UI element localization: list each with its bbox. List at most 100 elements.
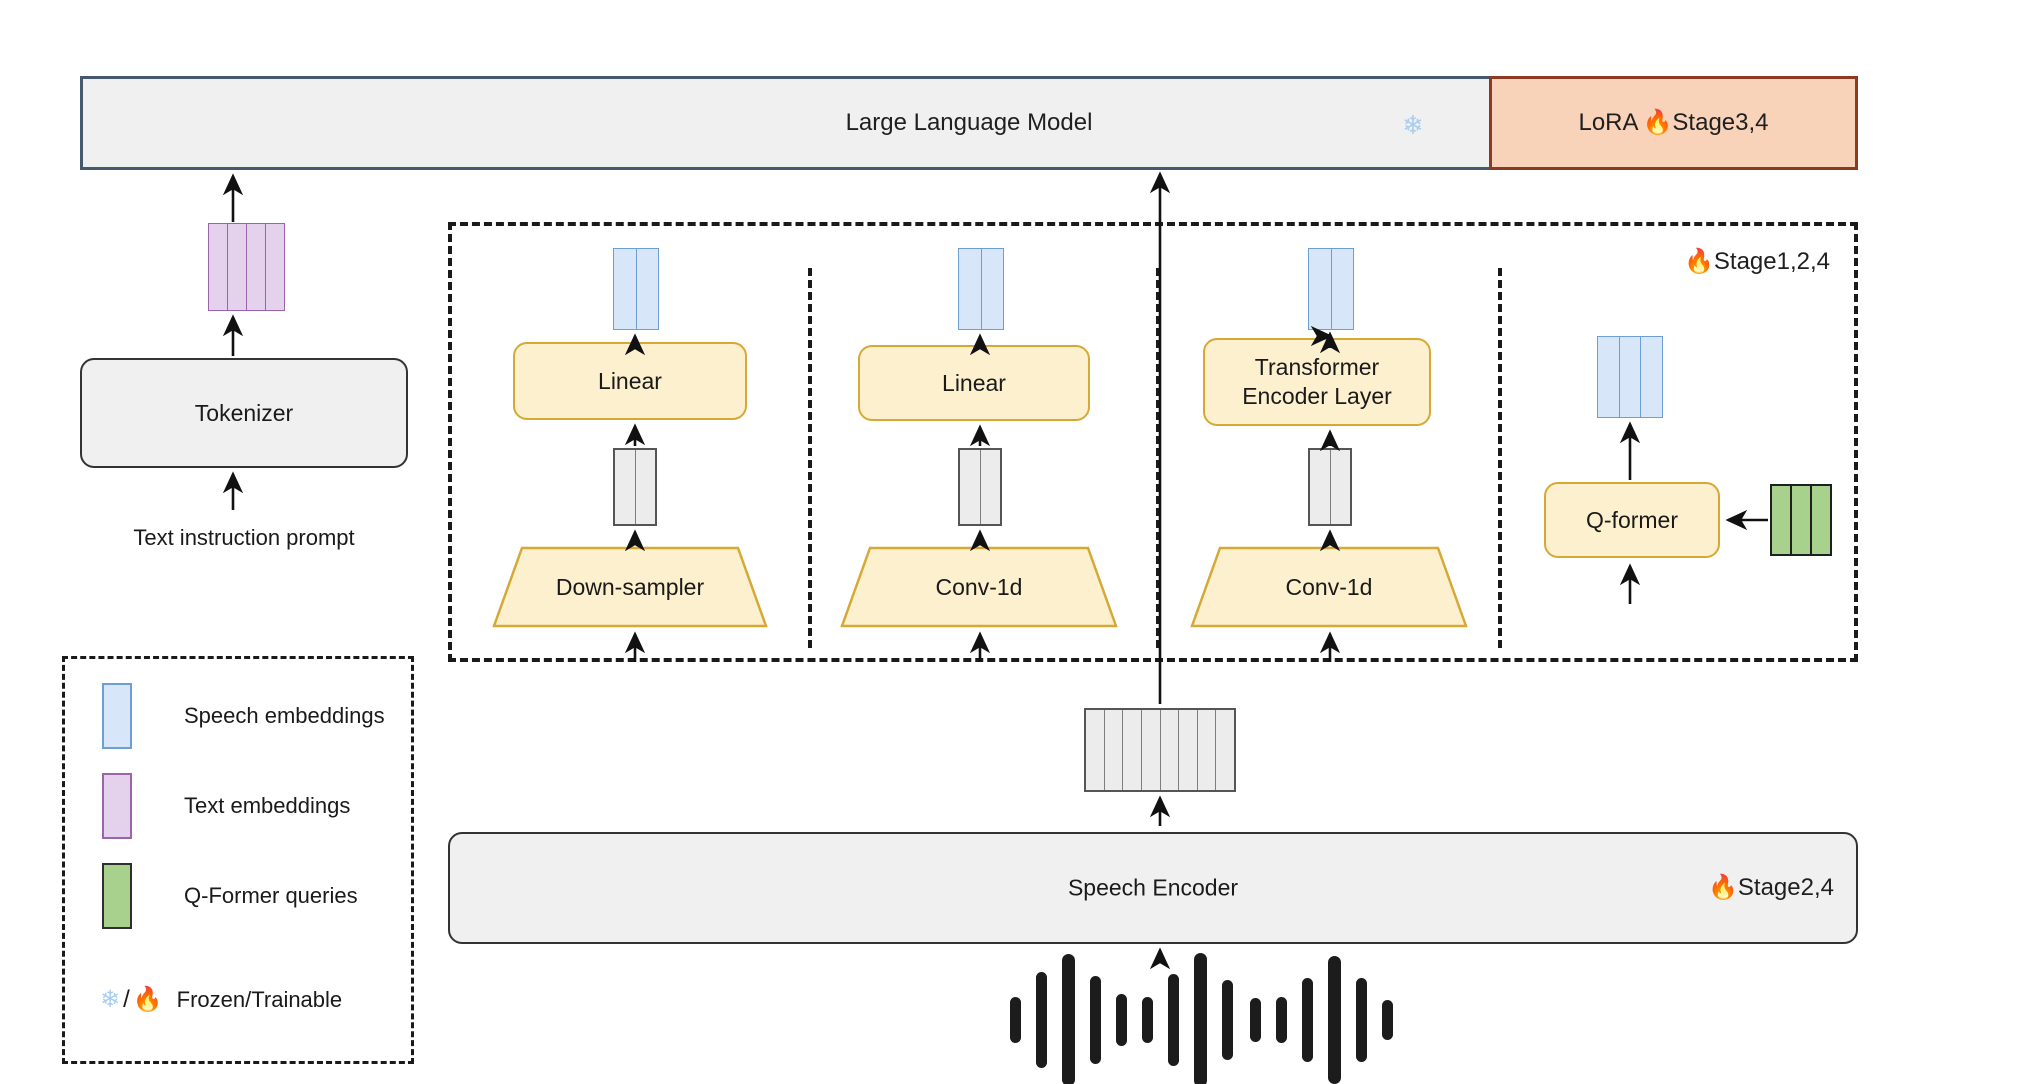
legend-item-frozen-trainable: ❄ / 🔥 Frozen/Trainable — [100, 985, 342, 1014]
llm-label: Large Language Model — [845, 109, 1093, 136]
legend-label: Text embeddings — [184, 793, 351, 818]
text-embedding-column — [209, 224, 228, 310]
feature-column — [1161, 710, 1180, 790]
wave-bar — [1168, 974, 1179, 1066]
speech-embedding-column — [959, 249, 982, 329]
feature-column — [1179, 710, 1198, 790]
adapter-separator-3 — [1498, 268, 1502, 648]
query-column — [1812, 486, 1830, 554]
transformer-label-line1: Transformer — [1254, 354, 1380, 381]
fire-icon: 🔥 — [1642, 109, 1673, 136]
text-embedding-column — [247, 224, 266, 310]
speech-encoder-box[interactable]: Speech Encoder 🔥Stage2,4 — [448, 832, 1858, 944]
speech-embedding-column — [1620, 337, 1642, 417]
speech-embeddings-block — [1308, 248, 1354, 330]
fire-icon: 🔥 — [1708, 874, 1738, 901]
feature-block-2 — [958, 448, 1002, 526]
legend-label: Speech embeddings — [184, 703, 385, 728]
feature-column — [1105, 710, 1124, 790]
legend-item-text-embeddings: Text embeddings — [102, 773, 350, 839]
feature-column — [636, 450, 656, 524]
text-embedding-column — [266, 224, 284, 310]
lora-box[interactable]: LoRA 🔥Stage3,4 — [1489, 76, 1858, 170]
encoder-feature-block — [1084, 708, 1236, 792]
legend-separator: / — [123, 985, 130, 1013]
fire-icon: 🔥 — [1684, 248, 1714, 275]
conv1d-block-2[interactable]: Conv-1d — [1190, 546, 1468, 628]
wave-bar — [1382, 1000, 1393, 1040]
feature-column — [615, 450, 636, 524]
audio-waveform — [1010, 953, 1393, 1084]
wave-bar — [1302, 978, 1313, 1062]
legend-label: Q-Former queries — [184, 883, 358, 908]
speech-embedding-column — [982, 249, 1004, 329]
feature-block-3 — [1308, 448, 1352, 526]
wave-bar — [1328, 956, 1341, 1084]
wave-bar — [1250, 998, 1261, 1042]
qformer-block[interactable]: Q-former — [1544, 482, 1720, 558]
speech-embedding-column — [1309, 249, 1332, 329]
adapter-separator-2 — [1156, 268, 1160, 648]
snowflake-icon: ❄ — [1402, 109, 1424, 140]
speech-embedding-column — [1332, 249, 1354, 329]
wave-bar — [1036, 972, 1047, 1068]
down-sampler-block[interactable]: Down-sampler — [492, 546, 768, 628]
linear-label: Linear — [942, 369, 1006, 396]
conv1d-block-1[interactable]: Conv-1d — [840, 546, 1118, 628]
feature-column — [1331, 450, 1351, 524]
snowflake-icon: ❄ — [100, 986, 121, 1013]
qformer-queries-block — [1770, 484, 1832, 556]
lora-stage-tag: 🔥Stage3,4 — [1643, 109, 1769, 137]
wave-bar — [1010, 997, 1021, 1043]
adapters-stage-tag: 🔥Stage1,2,4 — [1684, 248, 1830, 276]
qformer-queries-swatch — [102, 863, 132, 929]
wave-bar — [1090, 976, 1101, 1064]
tokenizer-box[interactable]: Tokenizer — [80, 358, 408, 468]
speech-embeddings-swatch — [102, 683, 132, 749]
transformer-label-line2: Encoder Layer — [1242, 383, 1392, 409]
wave-bar — [1194, 953, 1207, 1084]
conv1d-label: Conv-1d — [935, 573, 1023, 600]
lora-label: LoRA — [1578, 109, 1639, 136]
lora-stage-label: Stage3,4 — [1672, 109, 1769, 136]
speech-embeddings-block — [1597, 336, 1663, 418]
speech-encoder-stage-label: Stage2,4 — [1737, 874, 1834, 901]
tokenizer-label: Tokenizer — [194, 399, 294, 426]
down-sampler-label: Down-sampler — [555, 573, 705, 600]
linear-block-1[interactable]: Linear — [513, 342, 747, 420]
wave-bar — [1062, 954, 1075, 1084]
adapters-container — [448, 222, 1858, 662]
speech-embedding-column — [637, 249, 659, 329]
speech-encoder-label: Speech Encoder — [1067, 874, 1239, 901]
wave-bar — [1356, 978, 1367, 1062]
linear-label: Linear — [598, 367, 662, 394]
speech-embeddings-block — [613, 248, 659, 330]
linear-block-2[interactable]: Linear — [858, 345, 1090, 421]
adapters-stage-label: Stage1,2,4 — [1713, 248, 1830, 275]
wave-bar — [1276, 997, 1287, 1043]
transformer-encoder-layer-block[interactable]: Transformer Encoder Layer — [1203, 338, 1431, 426]
legend-panel — [62, 656, 414, 1064]
qformer-label: Q-former — [1586, 506, 1678, 533]
text-embeddings-block — [208, 223, 285, 311]
feature-column — [960, 450, 981, 524]
feature-column — [1123, 710, 1142, 790]
text-embeddings-swatch — [102, 773, 132, 839]
speech-embedding-column — [1598, 337, 1620, 417]
query-column — [1792, 486, 1812, 554]
feature-column — [1216, 710, 1234, 790]
feature-column — [1198, 710, 1217, 790]
feature-column — [1142, 710, 1161, 790]
feature-column — [981, 450, 1001, 524]
conv1d-label: Conv-1d — [1285, 573, 1373, 600]
feature-column — [1310, 450, 1331, 524]
feature-block-1 — [613, 448, 657, 526]
speech-embedding-column — [1641, 337, 1662, 417]
legend-item-speech-embeddings: Speech embeddings — [102, 683, 385, 749]
wave-bar — [1116, 994, 1127, 1046]
legend-label: Frozen/Trainable — [176, 986, 343, 1012]
speech-encoder-stage-tag: 🔥Stage2,4 — [1708, 874, 1834, 902]
speech-embeddings-block — [958, 248, 1004, 330]
text-embedding-column — [228, 224, 247, 310]
speech-embedding-column — [614, 249, 637, 329]
